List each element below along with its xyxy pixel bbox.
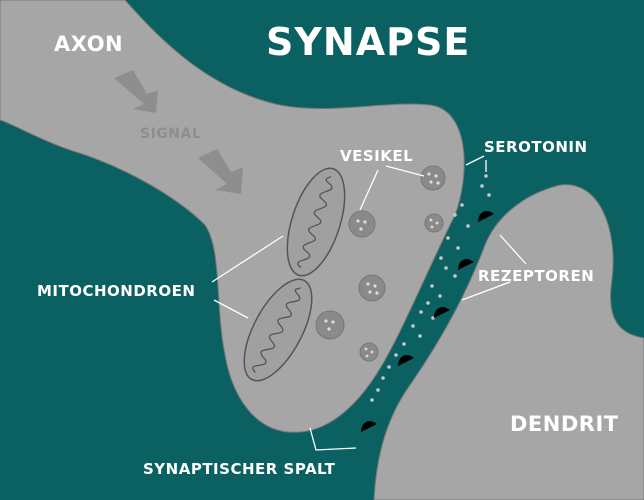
leader-lines	[211, 155, 527, 451]
vesicle-6	[359, 342, 379, 362]
label-vesikel: VESIKEL	[340, 147, 414, 165]
diagram-title: SYNAPSE	[266, 20, 471, 64]
vesicle-3	[424, 213, 444, 233]
vesicle-4	[358, 274, 386, 302]
vesicle-5	[315, 310, 345, 340]
signal-arrow-1	[114, 70, 158, 113]
signal-arrow-2	[198, 149, 243, 194]
label-axon: AXON	[54, 32, 124, 56]
serotonin-molecules	[370, 174, 491, 402]
mitochondrion-upper	[286, 167, 346, 277]
dendrite-shape	[373, 184, 644, 500]
label-synaptischer-spalt: SYNAPTISCHER SPALT	[143, 460, 336, 478]
axon-terminal-shape	[0, 0, 465, 433]
vesicle-2	[348, 210, 376, 238]
vesicle-1	[420, 165, 446, 191]
label-mitochondroen: MITOCHONDROEN	[37, 282, 196, 300]
label-serotonin: SEROTONIN	[484, 138, 588, 156]
label-signal: SIGNAL	[140, 126, 202, 142]
receptors	[361, 211, 494, 432]
label-rezeptoren: REZEPTOREN	[478, 267, 595, 285]
label-dendrit: DENDRIT	[510, 412, 619, 436]
mitochondrion-lower	[243, 278, 313, 382]
